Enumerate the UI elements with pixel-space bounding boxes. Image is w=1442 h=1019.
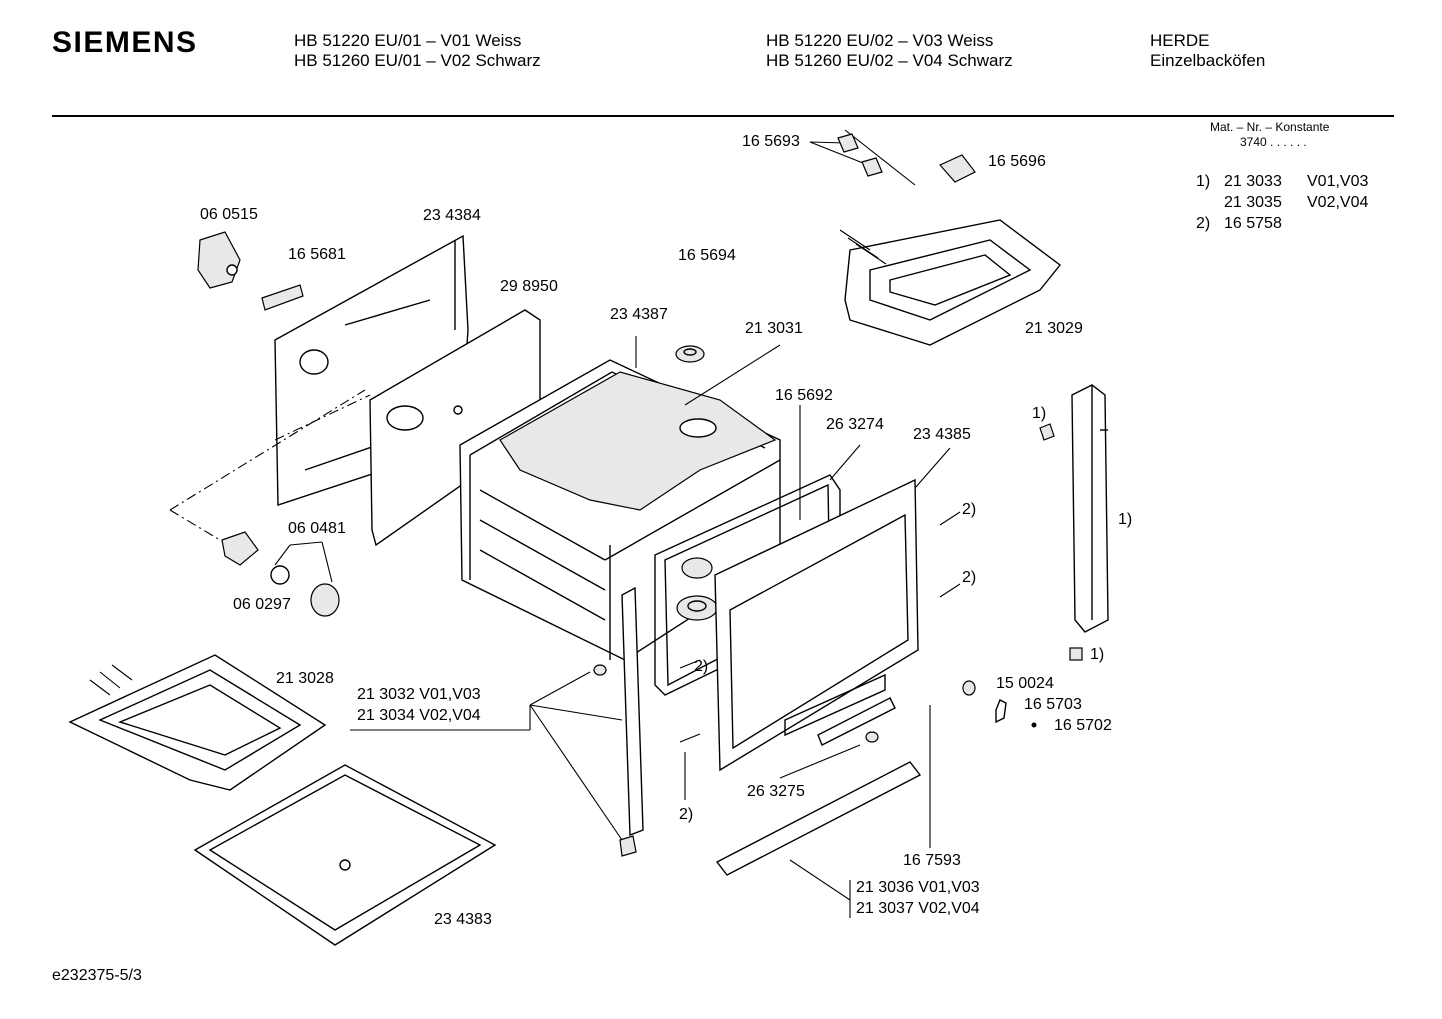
note-part: 16 5758 [1224,215,1282,232]
note-marker: 2) [694,658,709,675]
part-label: 16 5702 [1054,717,1112,734]
lamp-assembly [221,531,340,617]
constants-title: Mat. – Nr. – Konstante [1210,120,1330,134]
part-label: 16 5694 [678,247,736,264]
part-label: 16 5681 [288,246,346,263]
leader [529,704,623,721]
part-label: 06 0297 [233,596,291,613]
leader [789,859,851,901]
note-marker: 2) [679,806,694,823]
front-rail [715,761,922,876]
small-parts [962,680,1037,728]
models-group-b-line2: HB 51260 EU/02 – V04 Schwarz [766,51,1013,70]
models-group-a-line1: HB 51220 EU/01 – V01 Weiss [294,31,522,50]
part-label: 29 8950 [500,278,558,295]
door-bar [817,697,896,746]
leader [529,671,591,706]
part-label: 23 4383 [434,911,492,928]
note-marker: 1) [1090,646,1105,663]
part-label: 21 3032 V01,V03 [357,686,481,703]
note-marker: 2) [1196,215,1211,232]
header-divider [52,115,1394,117]
category-line2: Einzelbacköfen [1150,51,1266,70]
part-label: 26 3274 [826,416,884,433]
note-marker: 1) [1032,405,1047,422]
note-part: 21 3035 [1224,194,1282,211]
part-label: 26 3275 [747,783,805,800]
part-label: 21 3037 V02,V04 [856,900,980,917]
part-label: 16 7593 [903,852,961,869]
part-label: 21 3034 V02,V04 [357,707,481,724]
leader [914,447,951,489]
leader [779,744,861,779]
note-marker: 2) [962,501,977,518]
top-heating-element [809,129,1061,346]
leader [684,344,781,406]
part-label: 21 3031 [745,320,803,337]
bottom-cover [193,764,497,946]
part-label: 16 5696 [988,153,1046,170]
selector-switch [197,231,304,311]
part-label: 16 5692 [775,387,833,404]
part-label: 06 0515 [200,206,258,223]
part-label: 16 5703 [1024,696,1082,713]
note-marker: 1) [1196,173,1211,190]
element-clips [837,133,976,183]
part-label: 23 4387 [610,306,668,323]
front-frame [714,478,919,772]
part-label: 23 4385 [913,426,971,443]
note-part: 21 3033 [1224,173,1282,190]
part-label: 21 3028 [276,670,334,687]
screws [679,511,961,800]
side-rail [1039,384,1109,661]
brand-logo: SIEMENS [52,26,198,59]
fan-parts [676,557,718,621]
note-marker: 2) [962,569,977,586]
document-id: e232375-5/3 [52,967,142,984]
note-variant: V02,V04 [1307,194,1369,211]
part-label: 23 4384 [423,207,481,224]
models-group-b-line1: HB 51220 EU/02 – V03 Weiss [766,31,994,50]
category-line1: HERDE [1150,31,1210,50]
fan-cover [675,345,705,363]
note-marker: 1) [1118,511,1133,528]
part-label: 15 0024 [996,675,1054,692]
leader [829,444,861,481]
constants-value: 3740 . . . . . . [1240,135,1307,149]
leader [529,704,623,841]
part-label: 21 3036 V01,V03 [856,879,980,896]
part-label: 06 0481 [288,520,346,537]
part-label: 21 3029 [1025,320,1083,337]
part-label: 16 5693 [742,133,800,150]
models-group-a-line2: HB 51260 EU/01 – V02 Schwarz [294,51,541,70]
hinge-strip [593,586,644,857]
note-variant: V01,V03 [1307,173,1369,190]
bottom-heating-element [68,654,327,791]
